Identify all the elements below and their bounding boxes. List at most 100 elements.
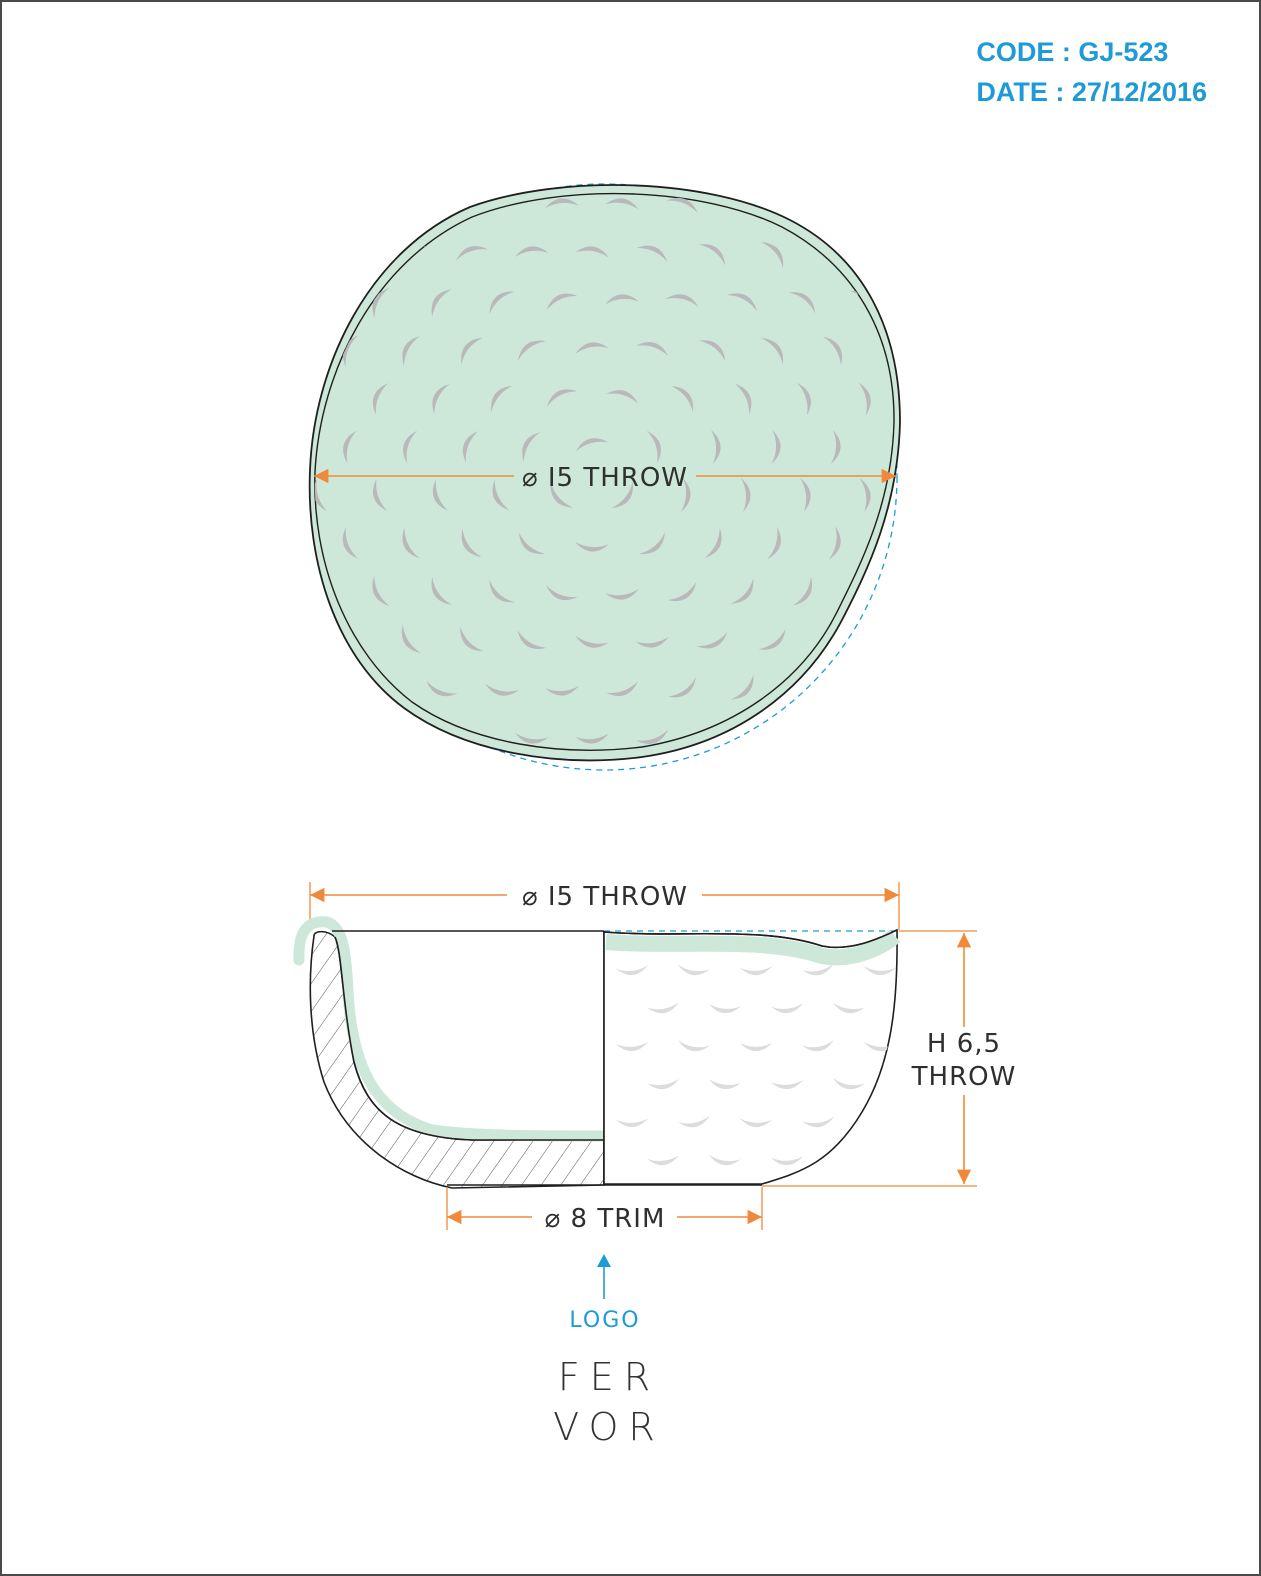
dimple-mark bbox=[739, 1118, 773, 1128]
dimple-mark bbox=[884, 239, 895, 271]
header-block: CODE : GJ-523 DATE : 27/12/2016 bbox=[976, 32, 1207, 112]
dimple-mark bbox=[792, 576, 812, 606]
dimple-mark bbox=[461, 337, 483, 365]
dimple-mark bbox=[761, 337, 784, 365]
dimple-mark bbox=[518, 340, 546, 361]
dimple-mark bbox=[802, 1116, 834, 1128]
dimple-mark bbox=[646, 1155, 680, 1166]
dimple-mark bbox=[802, 963, 834, 976]
dimple-mark bbox=[314, 676, 336, 698]
brand-mark-line2: VOR bbox=[553, 1405, 665, 1449]
dimple-mark bbox=[667, 581, 697, 601]
dimple-mark bbox=[859, 478, 871, 512]
dimple-mark bbox=[709, 1154, 741, 1166]
dimple-mark bbox=[734, 383, 752, 415]
dimple-mark bbox=[833, 1002, 865, 1014]
dimple-mark bbox=[636, 245, 668, 263]
dimple-mark bbox=[485, 683, 519, 696]
dimple-mark bbox=[403, 430, 418, 464]
dimple-mark bbox=[858, 382, 871, 416]
dimple-mark bbox=[730, 578, 754, 604]
dimple-mark bbox=[767, 526, 781, 560]
dimple-mark bbox=[575, 733, 609, 744]
dimple-mark bbox=[397, 726, 427, 745]
dimple-mark bbox=[894, 1156, 898, 1166]
dimple-mark bbox=[711, 430, 721, 464]
dimple-mark bbox=[666, 197, 698, 214]
dimple-mark bbox=[431, 289, 452, 317]
dimple-mark bbox=[432, 383, 450, 415]
dimple-mark bbox=[462, 431, 479, 463]
dimple-mark bbox=[342, 335, 359, 367]
dimple-mark bbox=[894, 1004, 898, 1014]
dimple-mark bbox=[671, 385, 694, 413]
dimple-mark bbox=[426, 680, 458, 697]
dimple-mark bbox=[515, 732, 549, 744]
dimple-mark bbox=[850, 194, 874, 220]
dimple-mark bbox=[402, 527, 420, 559]
dimple-mark bbox=[698, 244, 726, 266]
dimple-mark bbox=[647, 1078, 679, 1090]
side-view: ⌀ I5 THROW H 6,5 THROW bbox=[293, 882, 1017, 1234]
dimple-mark bbox=[517, 630, 547, 649]
exterior-glaze-band bbox=[605, 929, 901, 966]
dimple-mark bbox=[854, 671, 872, 703]
dimple-mark bbox=[882, 720, 895, 750]
dimple-mark bbox=[788, 292, 816, 314]
drawing-date: DATE : 27/12/2016 bbox=[976, 77, 1207, 107]
dimple-mark bbox=[704, 527, 722, 559]
product-code: CODE : GJ-523 bbox=[976, 37, 1169, 67]
height-label-line2: THROW bbox=[911, 1062, 1017, 1092]
dimple-mark bbox=[828, 526, 841, 560]
dimple-mark bbox=[615, 965, 649, 976]
logo-arrow-head bbox=[597, 1254, 611, 1267]
dimple-mark bbox=[708, 1079, 742, 1090]
dimple-mark bbox=[823, 336, 842, 366]
side-top-diameter-label: ⌀ I5 THROW bbox=[522, 882, 688, 912]
dimple-mark bbox=[372, 287, 390, 319]
dimple-mark bbox=[833, 1078, 865, 1090]
bottom-diameter-label: ⌀ 8 TRIM bbox=[545, 1204, 666, 1234]
dimple-mark bbox=[575, 342, 609, 354]
dimple-mark bbox=[605, 390, 639, 404]
dimple-mark bbox=[343, 430, 357, 464]
dimple-mark bbox=[647, 1002, 679, 1014]
dimple-mark bbox=[863, 966, 897, 976]
dimple-mark bbox=[402, 336, 421, 366]
dimple-mark bbox=[770, 1003, 804, 1014]
dimple-mark bbox=[338, 244, 366, 266]
brand-mark-line1: FER bbox=[558, 1355, 660, 1399]
dimple-mark bbox=[830, 430, 841, 464]
nominal-diameter-circle bbox=[310, 183, 898, 771]
logo-label: LOGO bbox=[569, 1308, 640, 1333]
dimple-mark bbox=[314, 478, 328, 512]
top-diameter-label: ⌀ I5 THROW bbox=[522, 463, 688, 493]
dimple-mark bbox=[518, 532, 546, 554]
dimple-mark bbox=[833, 1153, 865, 1166]
dimple-mark bbox=[635, 342, 669, 357]
top-view: ⌀ I5 THROW bbox=[308, 183, 901, 771]
dimple-mark bbox=[739, 1043, 773, 1052]
dimple-mark bbox=[889, 526, 895, 560]
dimple-mark bbox=[802, 1040, 834, 1052]
dimple-mark bbox=[606, 681, 638, 696]
dimple-mark bbox=[605, 294, 639, 305]
dimple-mark bbox=[615, 1118, 649, 1128]
dimple-mark bbox=[605, 588, 639, 600]
dimple-mark bbox=[680, 478, 691, 512]
dimple-mark bbox=[611, 481, 633, 509]
dimple-mark bbox=[492, 479, 510, 511]
dimple-mark bbox=[432, 479, 449, 511]
dimple-mark bbox=[522, 432, 541, 462]
dimple-mark bbox=[491, 385, 513, 413]
dimple-mark bbox=[550, 482, 574, 508]
dimple-mark bbox=[770, 1079, 804, 1090]
exterior-rim-line bbox=[603, 929, 898, 949]
dimple-mark bbox=[635, 729, 669, 744]
dimple-mark bbox=[727, 293, 757, 312]
dimple-mark bbox=[759, 723, 785, 747]
dimple-mark bbox=[730, 674, 754, 700]
dimple-mark bbox=[455, 246, 489, 261]
